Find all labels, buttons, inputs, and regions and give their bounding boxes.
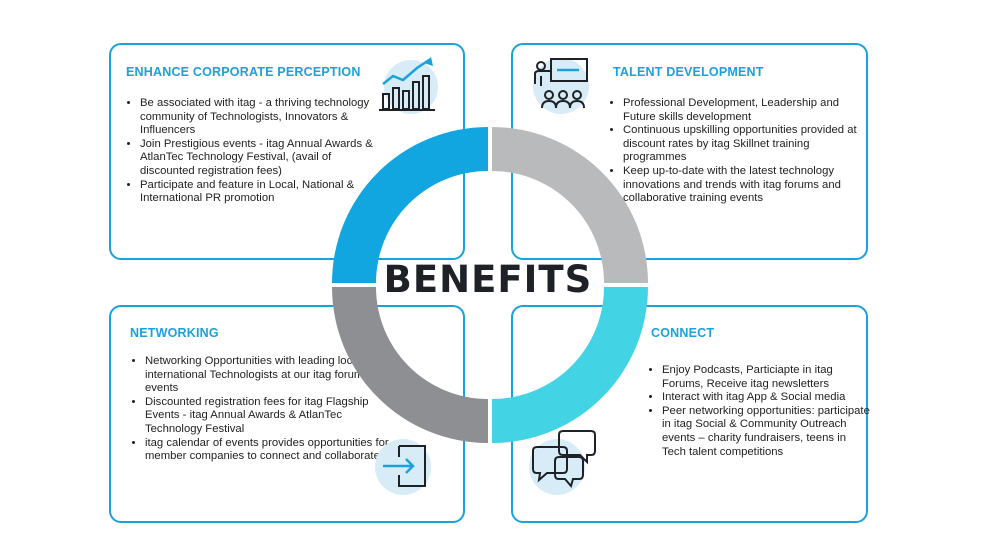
list-item: Be associated with itag - a thriving tec… [140, 97, 375, 138]
presentation-icon [533, 58, 589, 114]
card-title: CONNECT [651, 326, 715, 340]
list-item: Peer networking opportunities: participa… [662, 405, 872, 459]
list-item: Professional Development, Leadership and… [623, 97, 869, 124]
ring-segment-corporate [332, 127, 488, 283]
center-title: BENEFITS [383, 258, 593, 301]
list-item: Continuous upskilling opportunities prov… [623, 124, 869, 165]
card-talent-development: TALENT DEVELOPMENT Professional Developm… [511, 43, 868, 260]
card-networking: NETWORKING Networking Opportunities with… [109, 305, 465, 523]
list-item: Join Prestigious events - itag Annual Aw… [140, 138, 375, 179]
benefit-list: Enjoy Podcasts, Particiapte in itag Foru… [648, 364, 872, 459]
benefit-list: Professional Development, Leadership and… [609, 97, 869, 206]
card-title: ENHANCE CORPORATE PERCEPTION [126, 65, 361, 79]
list-item: Discounted registration fees for itag Fl… [145, 396, 390, 437]
benefit-list: Networking Opportunities with leading lo… [131, 355, 390, 464]
growth-chart-icon [379, 57, 438, 114]
list-item: Enjoy Podcasts, Particiapte in itag Foru… [662, 364, 872, 391]
card-connect: CONNECT Enjoy Podcasts, Particiapte in i… [511, 305, 870, 523]
login-icon [375, 439, 431, 495]
list-item: Networking Opportunities with leading lo… [145, 355, 390, 396]
list-item: itag calendar of events provides opportu… [145, 437, 390, 464]
list-item: Interact with itag App & Social media [662, 391, 872, 405]
list-item: Participate and feature in Local, Nation… [140, 179, 375, 206]
ring-segment-networking [332, 287, 488, 443]
ring-segment-talent [492, 127, 648, 283]
list-item: Keep up-to-date with the latest technolo… [623, 165, 869, 206]
ring-segment-connect [492, 287, 648, 443]
card-title: TALENT DEVELOPMENT [613, 65, 764, 79]
chat-bubbles-icon [529, 430, 596, 495]
benefit-list: Be associated with itag - a thriving tec… [126, 97, 375, 206]
card-title: NETWORKING [130, 326, 219, 340]
